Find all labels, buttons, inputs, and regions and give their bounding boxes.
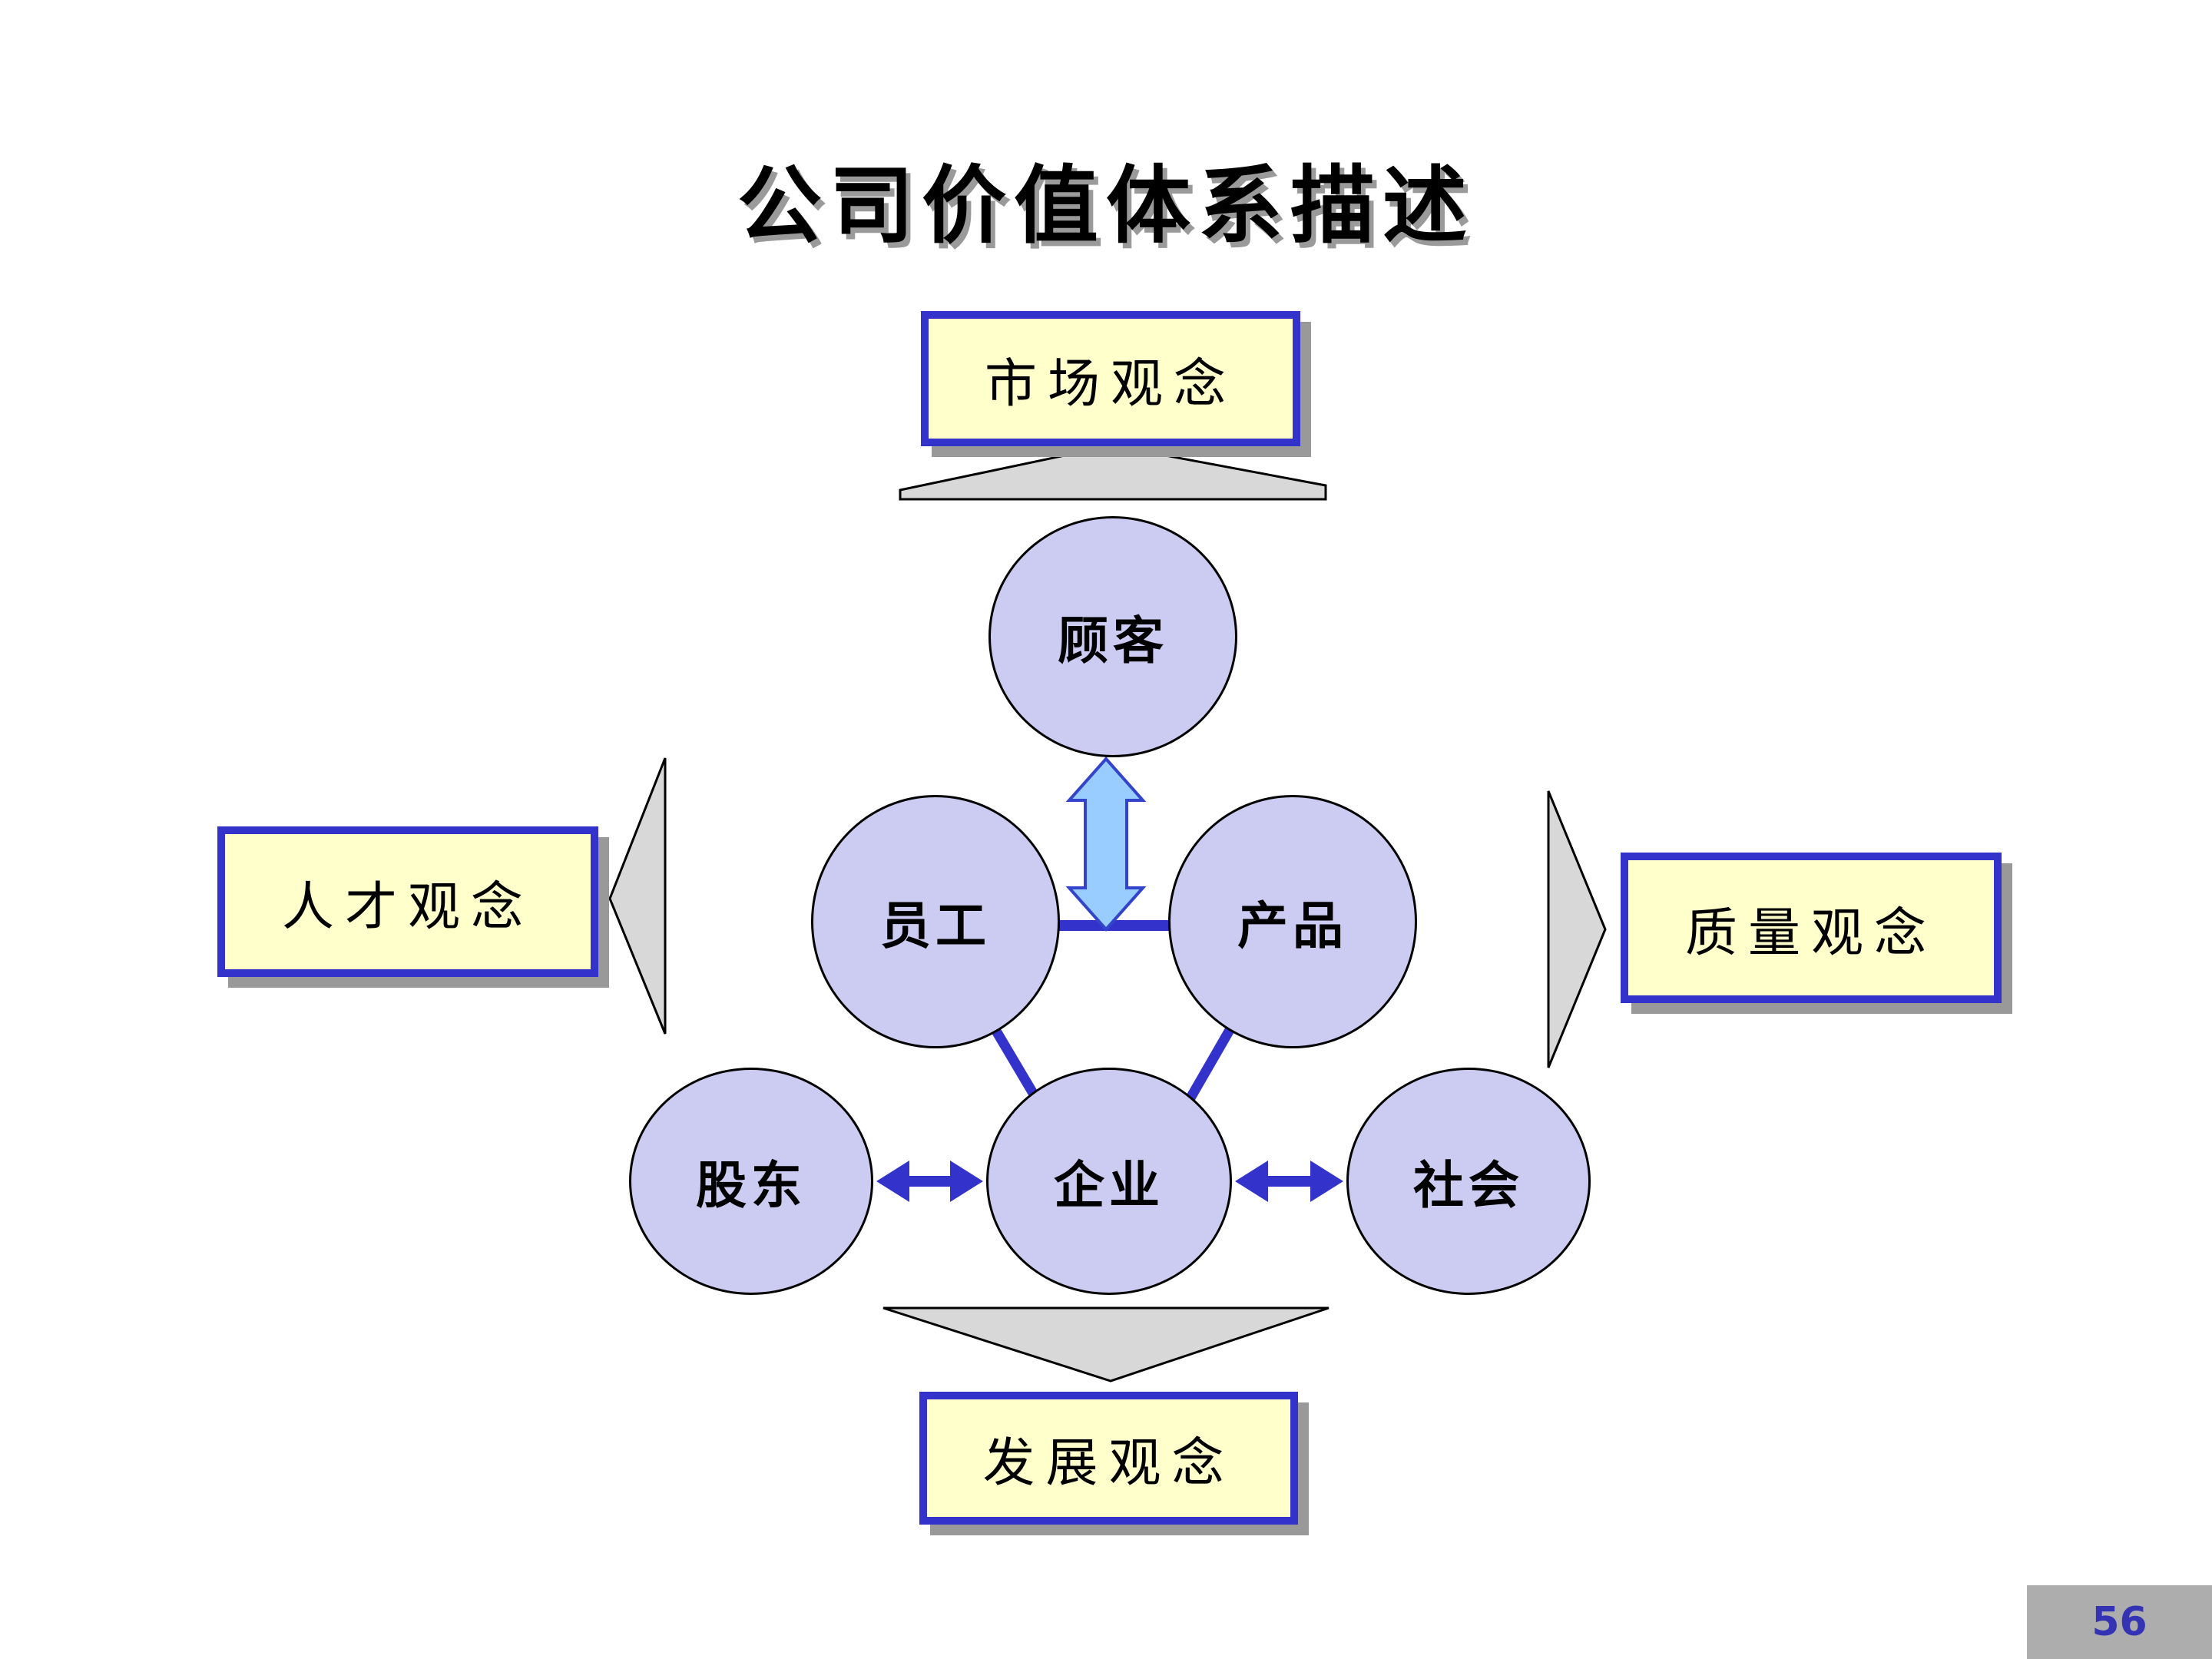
triangle-pointer-right-icon (1547, 790, 1607, 1068)
concept-box-market-label: 市场观念 (984, 353, 1237, 415)
node-product-label: 产品 (1237, 896, 1348, 955)
node-society-label: 社会 (1413, 1156, 1524, 1215)
node-shareholder-label: 股东 (696, 1156, 806, 1215)
concept-box-talent-label: 人才观念 (281, 876, 534, 938)
triangle-pointer-top-icon (899, 444, 1327, 501)
node-employee: 员工 (811, 795, 1060, 1048)
node-enterprise: 企业 (986, 1068, 1232, 1295)
concept-box-talent: 人才观念 (217, 826, 598, 977)
node-employee-label: 员工 (880, 896, 991, 955)
node-shareholder: 股东 (629, 1068, 873, 1295)
page-number: 56 (2091, 1599, 2147, 1645)
node-customer: 顾客 (988, 516, 1237, 757)
double-arrow-shareholder-enterprise-icon (876, 1161, 983, 1202)
double-arrow-vertical-icon (1065, 756, 1147, 932)
triangle-pointer-bottom-icon (882, 1306, 1330, 1382)
node-customer-label: 顾客 (1058, 611, 1168, 671)
footer-strip: 56 (2027, 1585, 2212, 1659)
concept-box-quality-label: 质量观念 (1684, 902, 1937, 964)
concept-box-development: 发展观念 (919, 1392, 1298, 1525)
node-society: 社会 (1346, 1068, 1591, 1295)
concept-box-quality: 质量观念 (1621, 853, 2002, 1003)
node-enterprise-label: 企业 (1054, 1156, 1164, 1215)
concept-box-market: 市场观念 (921, 311, 1300, 446)
triangle-pointer-left-icon (608, 757, 667, 1035)
node-product: 产品 (1168, 795, 1417, 1048)
double-arrow-enterprise-society-icon (1235, 1161, 1343, 1202)
concept-box-development-label: 发展观念 (982, 1433, 1235, 1494)
page-title: 公司价值体系描述 (737, 157, 1475, 255)
